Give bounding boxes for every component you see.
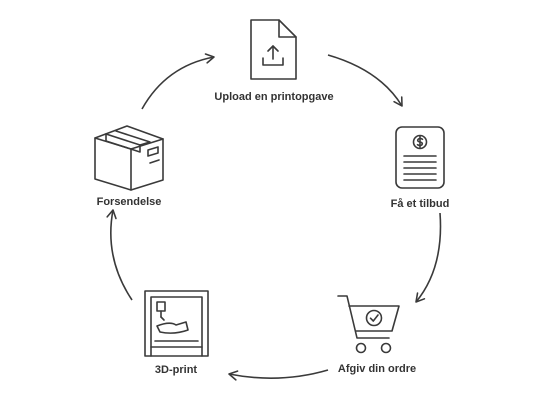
arrow-quote-to-order [415,212,442,303]
shopping-cart-icon [337,295,400,354]
arrow-order-to-print [228,369,329,381]
3d-printer-icon [144,290,209,357]
step-label-quote: Få et tilbud [390,198,450,210]
upload-document-icon [250,19,297,80]
arrow-shipping-to-upload [141,53,215,110]
arrow-print-to-shipping [106,209,133,301]
shipping-box-icon [94,125,164,191]
step-label-order: Afgiv din ordre [337,363,417,375]
step-label-upload: Upload en printopgave [214,91,334,103]
step-label-shipping: Forsendelse [96,196,162,208]
price-quote-document-icon [395,126,445,189]
arrow-upload-to-quote [327,54,403,107]
step-label-3d-print: 3D-print [154,364,198,376]
